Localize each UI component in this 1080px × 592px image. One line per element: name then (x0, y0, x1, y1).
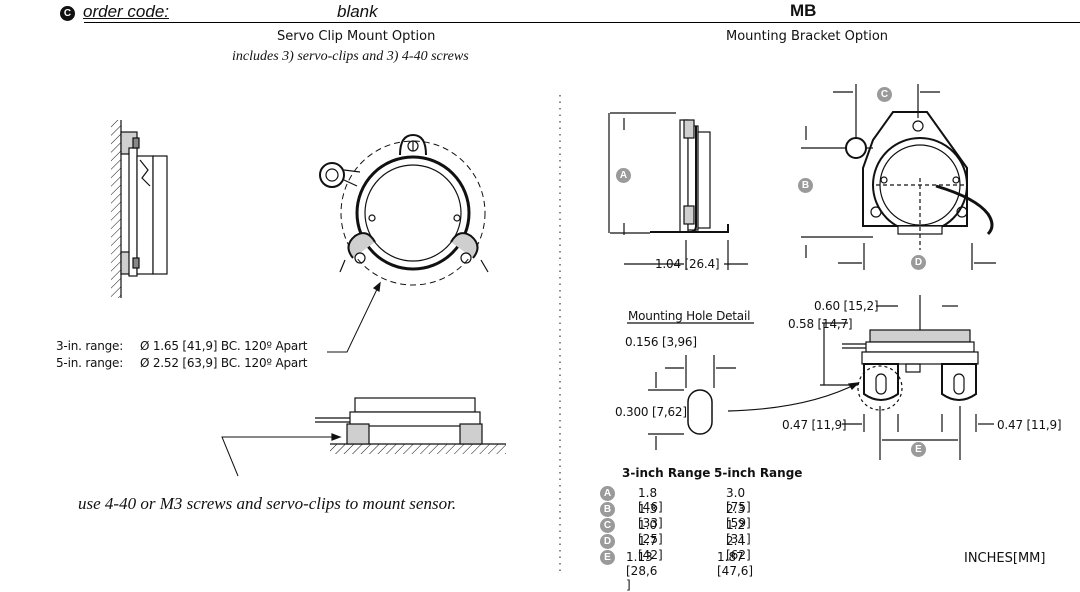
row-value-3in: 1.3 [33] (638, 502, 663, 530)
servo-bottom-view (221, 397, 506, 477)
row-value-5in: 1.87 [47,6] (717, 550, 754, 578)
callout-b: B (798, 178, 813, 193)
order-code-label: order code: (83, 2, 169, 21)
row-value-3in: 1.0 [25] (638, 518, 663, 546)
mounting-hole-detail (627, 322, 860, 450)
callout-e: E (911, 442, 926, 457)
col-header-3in: 3-inch Range (622, 466, 711, 480)
callout-d: D (911, 255, 926, 270)
dim-058: 0.58 [14,7] (788, 317, 853, 331)
dim-047-right: 0.47 [11,9] (997, 418, 1062, 432)
technical-drawing (111, 84, 996, 572)
bracket-side-view (608, 112, 748, 270)
range-5-value: Ø 2.52 [63,9] BC. 120º Apart (140, 356, 308, 370)
range-3-label: 3-in. range: (56, 339, 124, 353)
order-code-badge: C (60, 6, 75, 21)
dim-hole-height: 0.300 [7,62] (615, 405, 687, 419)
row-value-3in: 1.13 [28,6 ] (626, 550, 658, 592)
row-letter-d: D (600, 534, 615, 549)
row-letter-c: C (600, 518, 615, 533)
servo-title: Servo Clip Mount Option (277, 29, 436, 44)
bracket-front-view (801, 84, 996, 270)
row-letter-b: B (600, 502, 615, 517)
range-5-label: 5-in. range: (56, 356, 124, 370)
row-value-5in: 1.2 [31] (726, 518, 751, 546)
row-value-5in: 2.3 [59] (726, 502, 751, 530)
dim-hole-width: 0.156 [3,96] (625, 335, 697, 349)
servo-order-code: blank (337, 2, 378, 21)
callout-a: A (616, 168, 631, 183)
header-rule (84, 22, 1080, 23)
row-letter-e: E (600, 550, 615, 565)
dim-047-left: 0.47 [11,9] (782, 418, 847, 432)
col-header-5in: 5-inch Range (714, 466, 803, 480)
row-value-3in: 1.8 [46] (638, 486, 663, 514)
bracket-bottom-view (820, 295, 994, 460)
units-label: INCHES[MM] (964, 551, 1046, 566)
servo-side-view (111, 120, 168, 298)
servo-front-view (319, 133, 489, 353)
row-letter-a: A (600, 486, 615, 501)
bracket-title: Mounting Bracket Option (726, 29, 889, 44)
servo-subtitle: includes 3) servo-clips and 3) 4-40 scre… (232, 49, 469, 64)
mounting-note: use 4-40 or M3 screws and servo-clips to… (78, 494, 457, 513)
dim-060: 0.60 [15,2] (814, 299, 879, 313)
row-value-5in: 3.0 [75] (726, 486, 751, 514)
hole-detail-title: Mounting Hole Detail (628, 309, 751, 323)
row-value-5in: 2.4 [62] (726, 534, 751, 562)
row-value-3in: 1.7 [42] (638, 534, 663, 562)
callout-c: C (877, 87, 892, 102)
range-3-value: Ø 1.65 [41,9] BC. 120º Apart (140, 339, 308, 353)
dim-bracket-width: 1.04 [26.4] (655, 257, 720, 271)
bracket-order-code: MB (790, 1, 817, 20)
